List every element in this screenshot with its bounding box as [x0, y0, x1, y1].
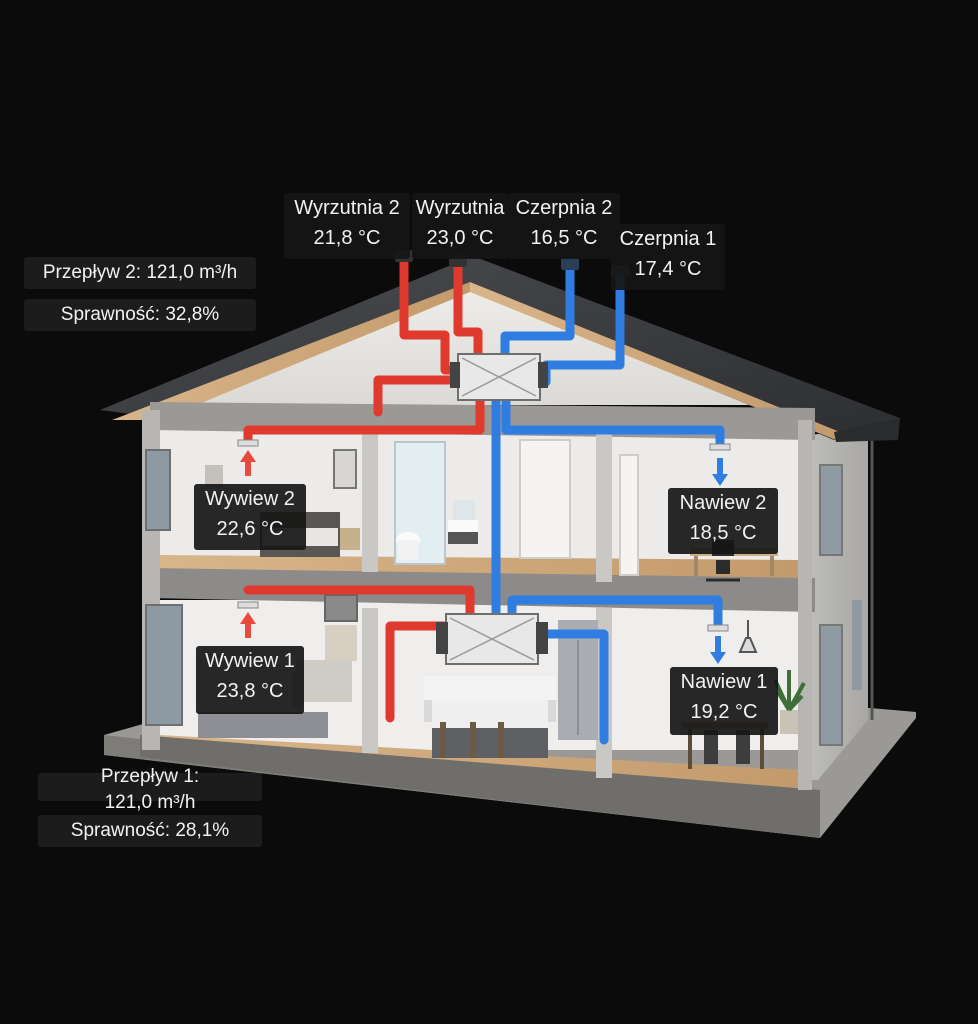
wywiew-2-name: Wywiew 2 [205, 488, 295, 510]
czerpnia-1-temp: 17,4 °C [634, 258, 702, 280]
czerpnia-1-name: Czerpnia 1 [619, 228, 717, 250]
warm-ducts [243, 257, 485, 723]
hrv-unit-1 [436, 613, 548, 665]
wyrzutnia-2-label: Wyrzutnia 2 21,8 °C [284, 193, 410, 259]
flow-1-label: Przepływ 1: 121,0 m³/h [38, 766, 262, 813]
nawiew-2-name: Nawiew 2 [679, 492, 767, 514]
flow-2-label: Przepływ 2: 121,0 m³/h [24, 257, 256, 289]
nawiew-2-label: Nawiew 2 18,5 °C [668, 488, 778, 554]
nawiew-1-temp: 19,2 °C [690, 701, 758, 723]
supply-diffuser-2 [709, 443, 731, 486]
czerpnia-1-label: Czerpnia 1 17,4 °C [611, 224, 725, 290]
extract-diffuser-2 [237, 439, 259, 476]
nawiew-1-name: Nawiew 1 [680, 671, 768, 693]
wywiew-2-label: Wywiew 2 22,6 °C [194, 484, 306, 550]
extract-diffuser-1 [237, 601, 259, 638]
wyrzutnia-1-name: Wyrzutnia [415, 197, 505, 219]
wywiew-2-temp: 22,6 °C [216, 518, 284, 540]
nawiew-2-temp: 18,5 °C [689, 522, 757, 544]
wyrzutnia-1-temp: 23,0 °C [426, 227, 494, 249]
roof [100, 258, 900, 442]
wywiew-1-temp: 23,8 °C [216, 680, 284, 702]
flow-1-line2: 121,0 m³/h [104, 792, 196, 813]
supply-diffuser-1 [707, 624, 729, 664]
bathroom-fixtures [394, 441, 478, 565]
wywiew-1-name: Wywiew 1 [205, 650, 295, 672]
nawiew-1-label: Nawiew 1 19,2 °C [670, 667, 778, 735]
hrv-unit-2 [450, 353, 548, 401]
wyrzutnia-2-temp: 21,8 °C [313, 227, 381, 249]
czerpnia-2-label: Czerpnia 2 16,5 °C [508, 193, 620, 259]
flow-1-line1: Przepływ 1: [100, 766, 200, 787]
kitchen [424, 620, 598, 758]
czerpnia-2-temp: 16,5 °C [530, 227, 598, 249]
czerpnia-2-name: Czerpnia 2 [515, 197, 613, 219]
wyrzutnia-2-name: Wyrzutnia 2 [294, 197, 400, 219]
efficiency-1-label: Sprawność: 28,1% [38, 815, 262, 847]
efficiency-2-label: Sprawność: 32,8% [24, 299, 256, 331]
wywiew-1-label: Wywiew 1 23,8 °C [196, 646, 304, 714]
hallway-doors [519, 439, 639, 576]
side-wall [810, 428, 874, 780]
wyrzutnia-1-label: Wyrzutnia 23,0 °C [412, 193, 508, 259]
